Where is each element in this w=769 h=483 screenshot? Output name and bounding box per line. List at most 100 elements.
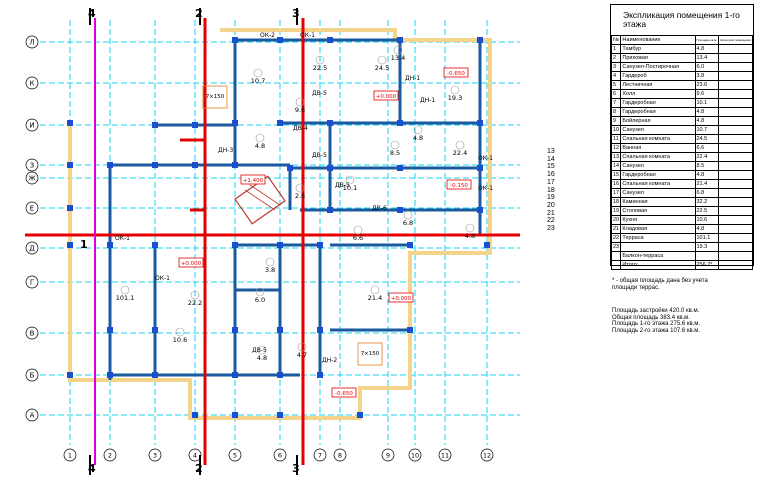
- explication-cell: 4.8: [694, 170, 720, 180]
- grid-axis-marker: [25, 201, 39, 215]
- room-number-circle: [255, 287, 265, 297]
- level-mark: +1.400: [243, 178, 264, 184]
- room-number-circle: [295, 183, 305, 193]
- room-area-label: 22.5: [313, 64, 327, 72]
- room-area-label: 4.8: [465, 232, 475, 240]
- explication-cell: 256.7*: [694, 260, 720, 270]
- column: [397, 165, 403, 171]
- grid-axis-marker: [25, 118, 39, 132]
- section-mark: 1: [80, 238, 88, 251]
- column: [317, 372, 323, 378]
- explication-cell: 4: [610, 71, 622, 81]
- grid-axis-letter: В: [30, 330, 35, 338]
- section-mark: 3: [292, 7, 300, 20]
- room-area-label: 6.0: [255, 296, 265, 304]
- column: [327, 207, 333, 213]
- room-area-label: 10.6: [173, 336, 187, 344]
- level-mark-box: [388, 292, 414, 303]
- column: [232, 162, 238, 168]
- column: [277, 242, 283, 248]
- explication-cell: Балкон-терраса: [620, 251, 696, 261]
- room-area-label: 101.1: [116, 294, 135, 302]
- room-area-label: 9.6: [295, 106, 305, 114]
- explication-cell: 22: [610, 233, 622, 243]
- explication-cell: 32.2: [694, 197, 720, 207]
- explication-cell: [718, 161, 753, 171]
- room-number-circle: [297, 342, 307, 352]
- column: [397, 37, 403, 43]
- section-mark: 2: [195, 7, 203, 20]
- room-number-circle: [393, 45, 403, 55]
- explication-cell: [718, 197, 753, 207]
- window-label: ОК-1: [155, 275, 170, 282]
- column: [357, 412, 363, 418]
- grid-axis-letter: Ж: [28, 175, 36, 183]
- grid-axis-marker: [480, 448, 494, 462]
- column: [327, 37, 333, 43]
- grid-axis-number: 6: [278, 452, 282, 460]
- side-row-number: 16: [547, 171, 555, 179]
- column: [407, 242, 413, 248]
- explication-cell: [718, 242, 753, 252]
- side-row-number: 19: [547, 194, 555, 202]
- grid-axis-marker: [25, 76, 39, 90]
- column: [67, 162, 73, 168]
- door-label: ДВ-5: [312, 90, 327, 97]
- explication-cell: Лестничная: [620, 80, 696, 90]
- room-number-circle: [403, 210, 413, 220]
- explication-cell: [718, 170, 753, 180]
- explication-cell: 6.0: [694, 62, 720, 72]
- explication-cell: Спальная комната: [620, 134, 696, 144]
- explication-cell: 6.6: [694, 143, 720, 153]
- side-row-number: 17: [547, 178, 555, 186]
- walls: [108, 38, 482, 380]
- column: [277, 372, 283, 378]
- explication-cell: 4.8: [694, 224, 720, 234]
- level-mark: +0.000: [181, 261, 202, 267]
- explication-cell: 15: [610, 170, 622, 180]
- explication-cell: 5: [610, 80, 622, 90]
- explication-cell: 6: [610, 89, 622, 99]
- explication-header-cell: Площадь кв.м.: [694, 35, 720, 45]
- side-row-number: 22: [547, 217, 555, 225]
- room-number-circle: [455, 140, 465, 150]
- explication-cell: 13: [610, 152, 622, 162]
- explication-cell: Ванная: [620, 143, 696, 153]
- door-label: ДВ-5: [335, 182, 350, 189]
- grid-axis-marker: [63, 448, 77, 462]
- explication-header-cell: №: [610, 35, 622, 45]
- structural-columns: [67, 37, 490, 418]
- explication-header-cell: Категория помещения: [718, 35, 753, 45]
- explication-cell: 13.4: [694, 53, 720, 63]
- level-mark-box: [331, 387, 357, 398]
- room-area-label: 8.5: [390, 149, 400, 157]
- room-area-label: 10.1: [343, 184, 357, 192]
- column: [277, 412, 283, 418]
- side-row-number: 15: [547, 163, 555, 171]
- explication-cell: Бойлерная: [620, 116, 696, 126]
- explication-cell: 10: [610, 125, 622, 135]
- room-number-circle: [265, 257, 275, 267]
- room-number-circle: [175, 327, 185, 337]
- explication-cell: 12: [610, 143, 622, 153]
- explication-cell: Санузел: [620, 161, 696, 171]
- grid-axis-marker: [25, 326, 39, 340]
- column: [232, 120, 238, 126]
- explication-cell: [718, 215, 753, 225]
- explication-cell: [718, 125, 753, 135]
- column: [397, 207, 403, 213]
- explication-cell: 7: [610, 98, 622, 108]
- room-number-circle: [370, 285, 380, 295]
- explication-cell: 1: [610, 44, 622, 54]
- explication-cell: 24.5: [694, 134, 720, 144]
